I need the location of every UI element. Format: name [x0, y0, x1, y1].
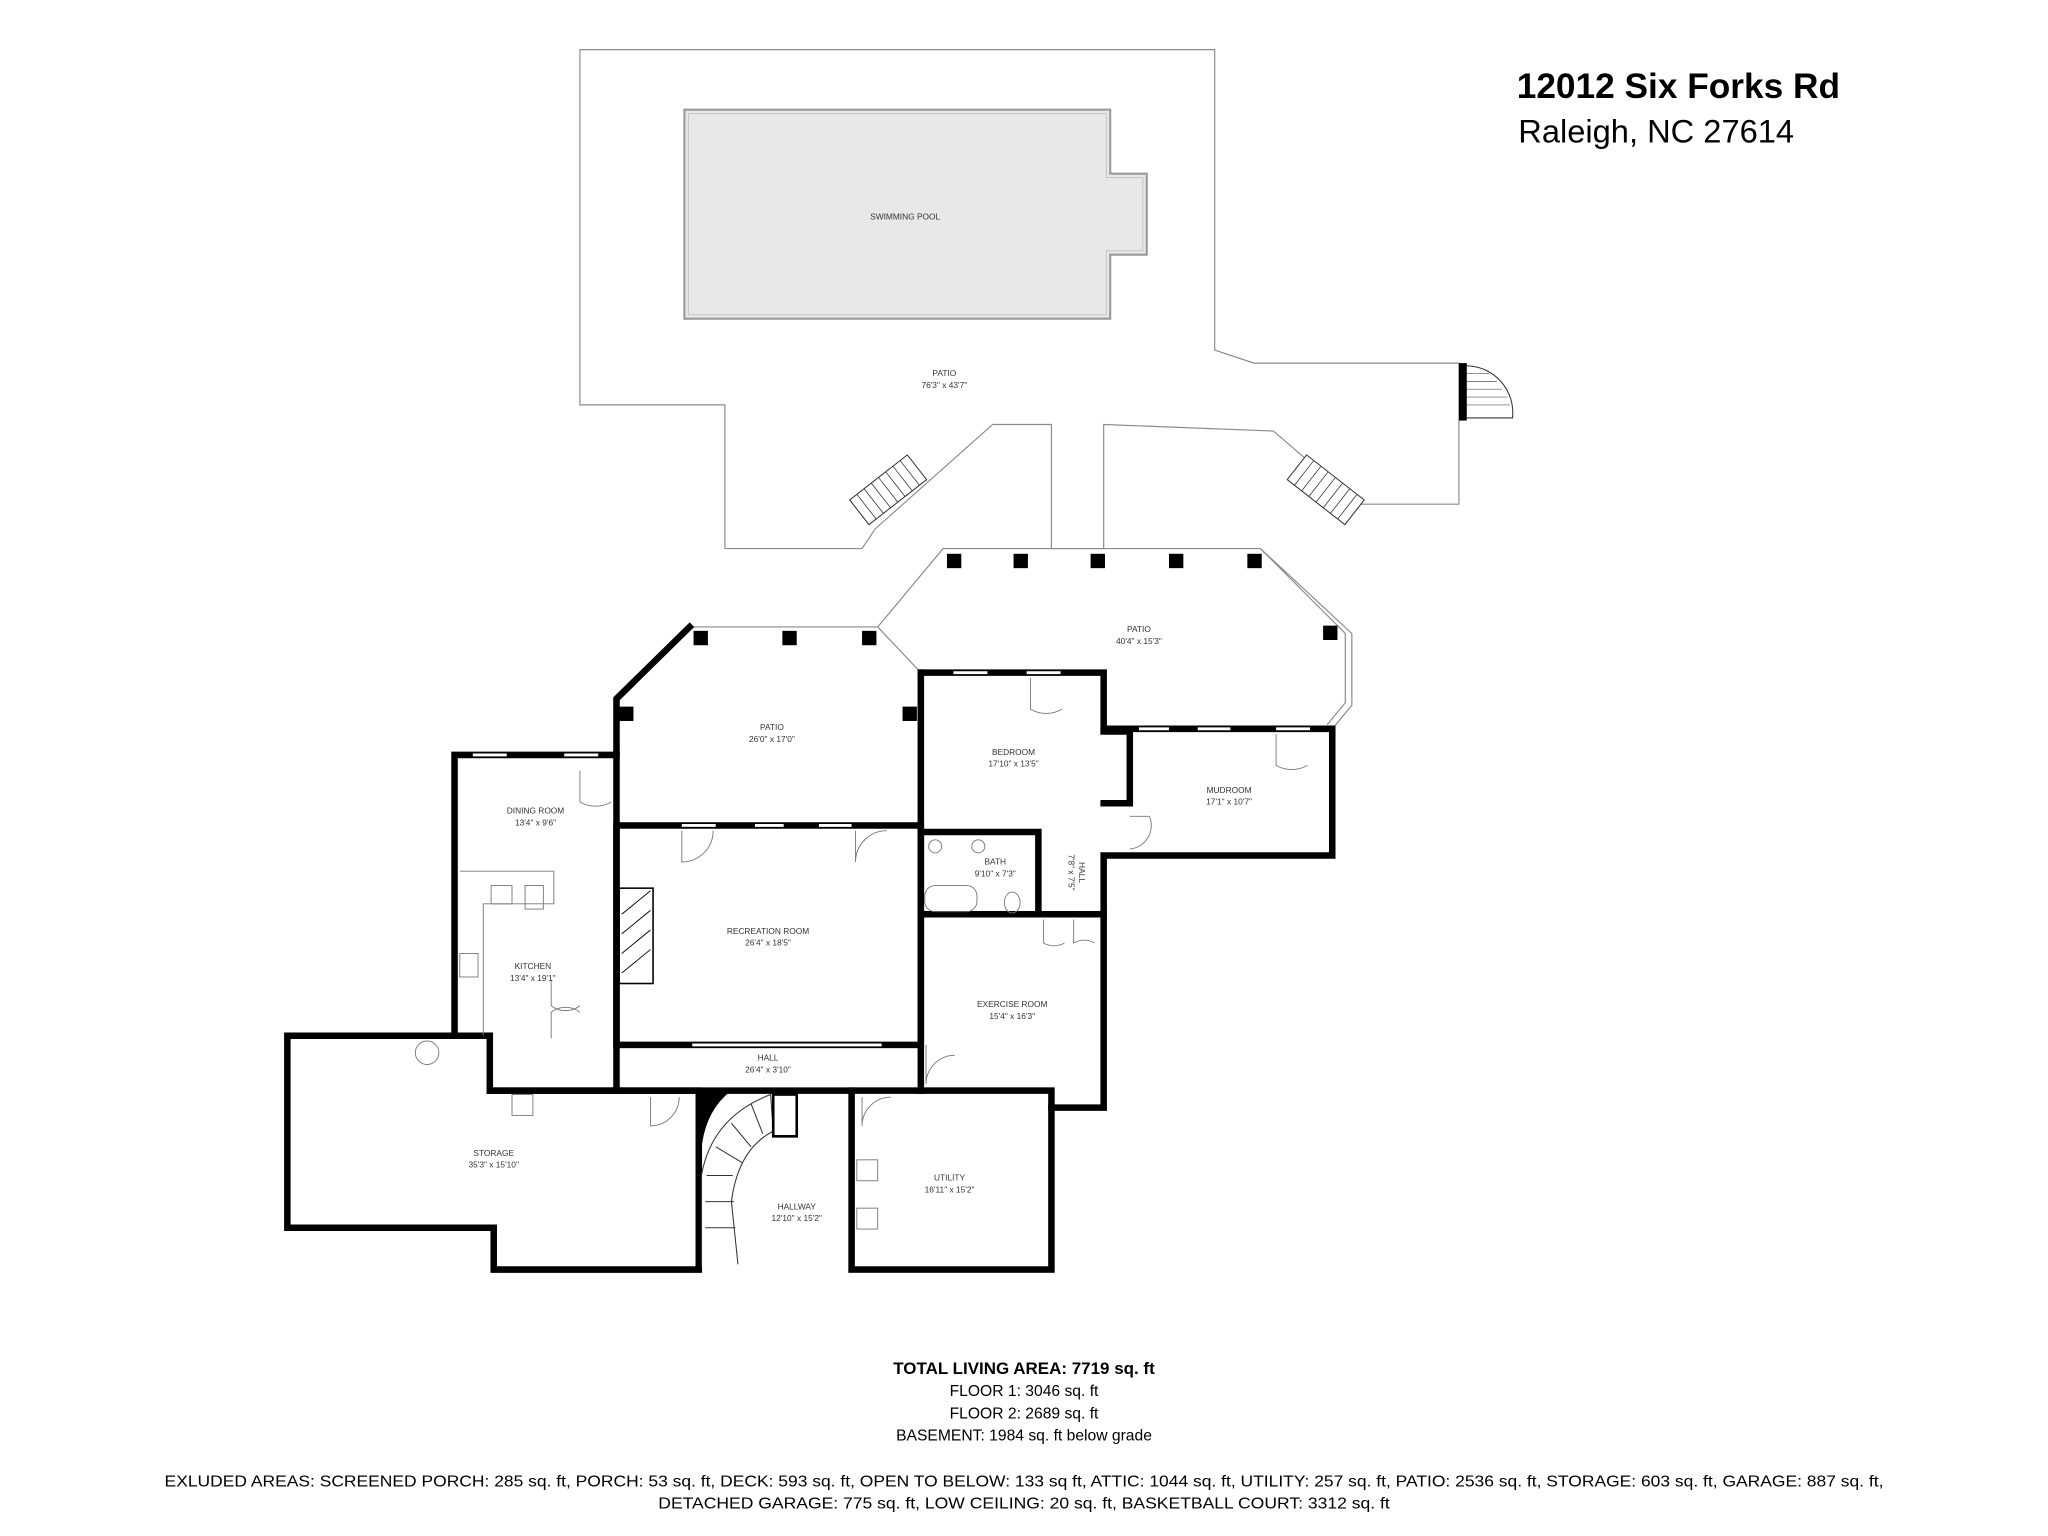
- basement-area: BASEMENT: 1984 sq. ft below grade: [896, 1428, 1152, 1445]
- room-name: RECREATION ROOM: [727, 926, 809, 936]
- doors: [550, 677, 1308, 1127]
- patio-outlines: [619, 547, 1353, 730]
- total-living-area: TOTAL LIVING AREA: 7719 sq. ft: [893, 1359, 1155, 1378]
- room-dims: 76'3" x 43'7": [921, 380, 967, 390]
- room-name: KITCHEN: [515, 961, 552, 971]
- fireplace-icon: [618, 887, 654, 985]
- stove-icon: [459, 953, 479, 978]
- room-dims: 13'4" x 19'1": [510, 973, 556, 983]
- floor-2-area: FLOOR 2: 2689 sq. ft: [950, 1405, 1099, 1422]
- room-name: MUDROOM: [1207, 785, 1252, 795]
- room-dims: 35'3" x 15'10": [469, 1160, 519, 1170]
- room-dims: 9'10" x 7'3": [975, 868, 1016, 878]
- room-name: HALLWAY: [778, 1201, 817, 1211]
- floor-1-area: FLOOR 1: 3046 sq. ft: [950, 1383, 1099, 1400]
- upper-patio: SWIMMING POOL PATIO 76'3" x 43'7": [579, 49, 1514, 550]
- room-name: STORAGE: [473, 1148, 514, 1158]
- room-dims: 15'4" x 16'3": [989, 1011, 1035, 1021]
- room-name: SWIMMING POOL: [870, 211, 940, 221]
- sink-icon: [928, 839, 943, 854]
- room-name: HALL: [758, 1053, 779, 1063]
- property-city: Raleigh, NC 27614: [1518, 112, 1794, 149]
- room-name: PATIO: [1127, 624, 1151, 634]
- room-name: DINING ROOM: [507, 806, 565, 816]
- property-address: 12012 Six Forks Rd: [1517, 67, 1840, 106]
- room-name: PATIO: [760, 722, 784, 732]
- spiral-stairs-icon: [700, 1093, 799, 1267]
- room-dims: 7'8" x 7'5": [1066, 854, 1076, 891]
- kitchen-sink-icon: [490, 885, 513, 905]
- sink-icon: [971, 839, 986, 854]
- room-dims: 26'4" x 3'10": [745, 1064, 791, 1074]
- water-heater-icon: [414, 1040, 440, 1065]
- room-dims: 17'10" x 13'5": [988, 759, 1038, 769]
- room-name: HALL: [1077, 862, 1087, 883]
- room-name: UTILITY: [934, 1173, 965, 1183]
- room-dims: 26'4" x 18'5": [745, 938, 791, 948]
- excluded-areas: EXLUDED AREAS: SCREENED PORCH: 285 sq. f…: [165, 1473, 1884, 1490]
- room-labels: PATIO 40'4" x 15'3" PATIO 26'0" x 17'0" …: [469, 624, 1252, 1223]
- room-dims: 12'10" x 15'2": [772, 1213, 822, 1223]
- fixtures: [414, 839, 1021, 1230]
- room-name: EXERCISE ROOM: [977, 999, 1048, 1009]
- stairs-icon: [1458, 363, 1514, 421]
- room-dims: 13'4" x 9'6": [515, 817, 556, 827]
- area-summary: TOTAL LIVING AREA: 7719 sq. ft FLOOR 1: …: [165, 1359, 1884, 1513]
- room-name: PATIO: [932, 368, 956, 378]
- room-name: BATH: [984, 857, 1006, 867]
- stairs-icon: [1286, 454, 1365, 526]
- bathtub-icon: [924, 885, 978, 913]
- room-dims: 26'0" x 17'0": [749, 734, 795, 744]
- excluded-areas-cont: DETACHED GARAGE: 775 sq. ft, LOW CEILING…: [658, 1496, 1390, 1513]
- room-dims: 17'1" x 10'7": [1206, 797, 1252, 807]
- walls: [284, 622, 1336, 1273]
- room-name: BEDROOM: [992, 747, 1035, 757]
- toilet-icon: [1003, 891, 1021, 914]
- swimming-pool: [683, 108, 1148, 320]
- stairs-icon: [848, 454, 928, 526]
- windows: [472, 671, 1311, 1047]
- room-dims: 16'11" x 15'2": [925, 1184, 975, 1194]
- room-dims: 40'4" x 15'3": [1116, 636, 1162, 646]
